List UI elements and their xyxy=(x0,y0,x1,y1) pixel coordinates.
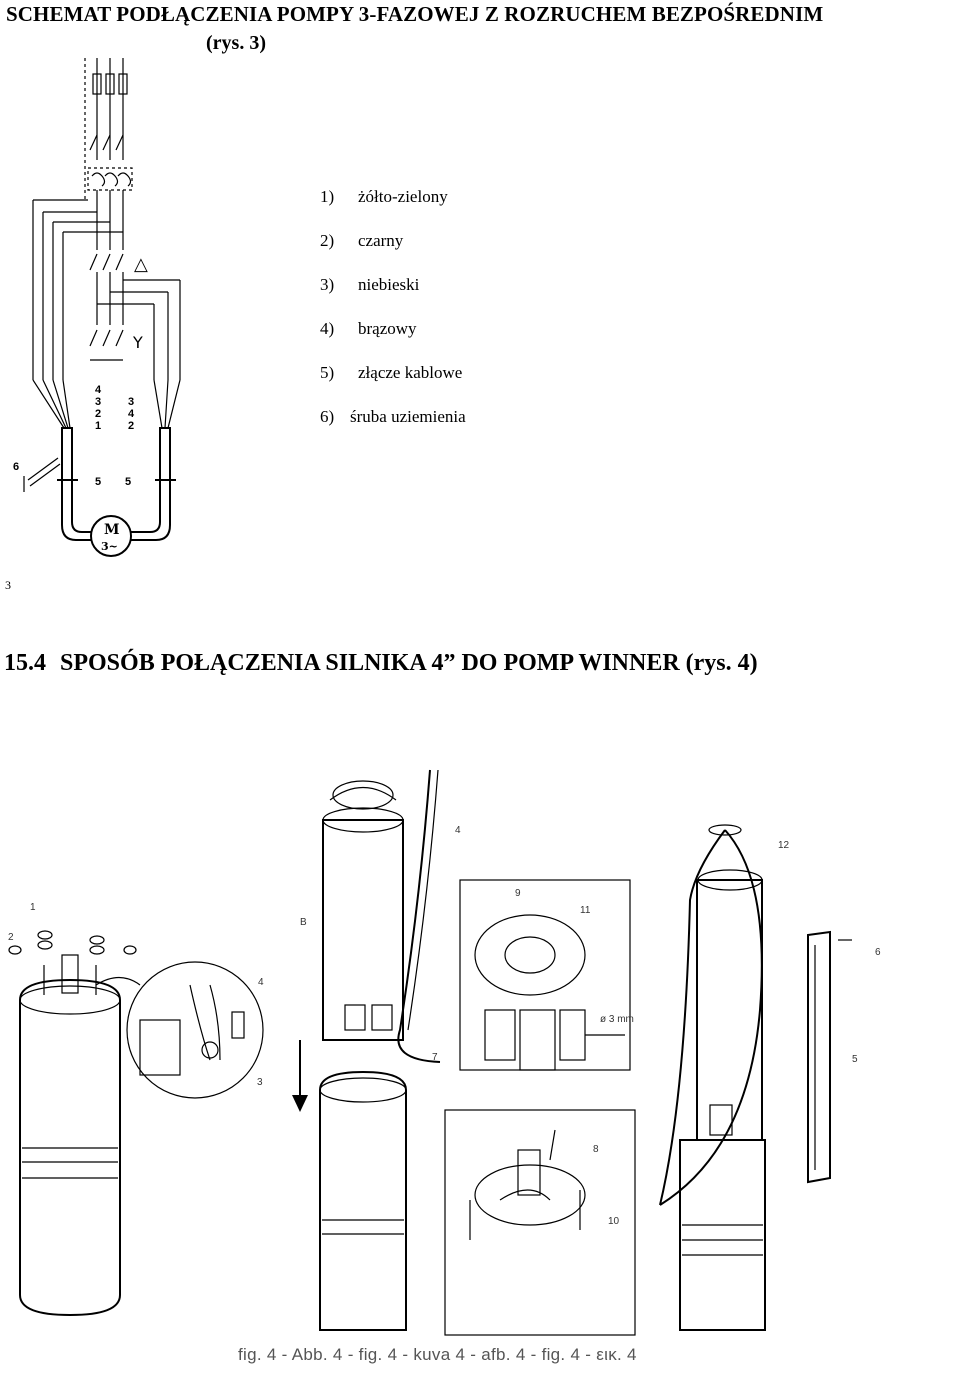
figure-caption: fig. 4 - Abb. 4 - fig. 4 - kuva 4 - afb.… xyxy=(238,1345,637,1364)
delta-symbol: △ xyxy=(134,254,148,275)
detail-box xyxy=(444,1109,636,1336)
part-label: 8 xyxy=(593,1144,599,1155)
part-label: 10 xyxy=(608,1216,620,1227)
motor-label: M xyxy=(104,522,120,538)
part-label: ø 3 mm xyxy=(600,1014,634,1025)
detail-circle-icon xyxy=(126,961,264,1099)
legend-item: 6)śruba uziemienia xyxy=(320,407,466,426)
part-label: 11 xyxy=(580,905,591,916)
part-label: 6 xyxy=(875,947,881,958)
part-label: 9 xyxy=(515,888,521,899)
cable-guard-icon xyxy=(807,930,852,1184)
motor-lower-icon xyxy=(319,1070,407,1331)
part-label: 4 xyxy=(258,977,264,988)
ground-screw-icon xyxy=(23,457,61,492)
main-switch-icon xyxy=(89,134,124,151)
wire-label: 2 xyxy=(128,420,134,432)
thermal-relay-icon xyxy=(87,167,133,191)
delta-star-network xyxy=(32,190,181,380)
pump-body-icon xyxy=(322,780,404,1041)
motor-phase-label: 3~ xyxy=(101,540,118,553)
wire-label: 3 xyxy=(128,396,134,408)
page-title: SCHEMAT PODŁĄCZENIA POMPY 3-FAZOWEJ Z RO… xyxy=(6,2,824,26)
part-label: 7 xyxy=(432,1052,438,1063)
wire-label: 4 xyxy=(128,408,135,420)
part-label: B xyxy=(300,917,307,928)
figure-3-reference: (rys. 3) xyxy=(206,32,266,54)
ground-label: 6 xyxy=(13,461,19,473)
part-label: 12 xyxy=(778,840,790,851)
legend-item: 3)niebieski xyxy=(320,275,420,294)
pump-inlet-detail-icon xyxy=(474,914,625,1071)
cable-bundles xyxy=(32,379,181,541)
cable-icon xyxy=(397,769,441,1063)
star-symbol: Y xyxy=(132,333,143,352)
part-label: 3 xyxy=(257,1077,263,1088)
pump-right-icon xyxy=(659,824,766,1331)
wire-label: 3 xyxy=(95,396,101,408)
motor-4in-icon xyxy=(19,954,141,1317)
wire-label: 2 xyxy=(95,408,101,420)
page-number: 3 xyxy=(5,578,11,592)
wire-label: 1 xyxy=(95,420,101,432)
arrow-down-icon xyxy=(292,1040,308,1112)
legend-item: 1)żółto-zielony xyxy=(320,187,448,206)
motor-icon xyxy=(90,515,132,557)
connector-label: 5 xyxy=(95,476,101,488)
connector-label: 5 xyxy=(125,476,131,488)
wire-label: 4 xyxy=(95,384,102,396)
supply-lines xyxy=(84,58,124,200)
part-label: 1 xyxy=(30,902,36,913)
nut-icon xyxy=(8,930,137,955)
legend-item: 4)brązowy xyxy=(320,319,417,338)
part-label: 5 xyxy=(852,1054,858,1065)
wire-legend: 1)żółto-zielony 2)czarny 3)niebieski 4)b… xyxy=(320,186,466,450)
part-label: 2 xyxy=(8,932,14,943)
fuse-icon xyxy=(92,73,128,95)
part-label: 4 xyxy=(455,825,461,836)
legend-item: 5)złącze kablowe xyxy=(320,363,463,382)
legend-item: 2)czarny xyxy=(320,231,404,250)
coupling-detail-icon xyxy=(469,1129,586,1240)
